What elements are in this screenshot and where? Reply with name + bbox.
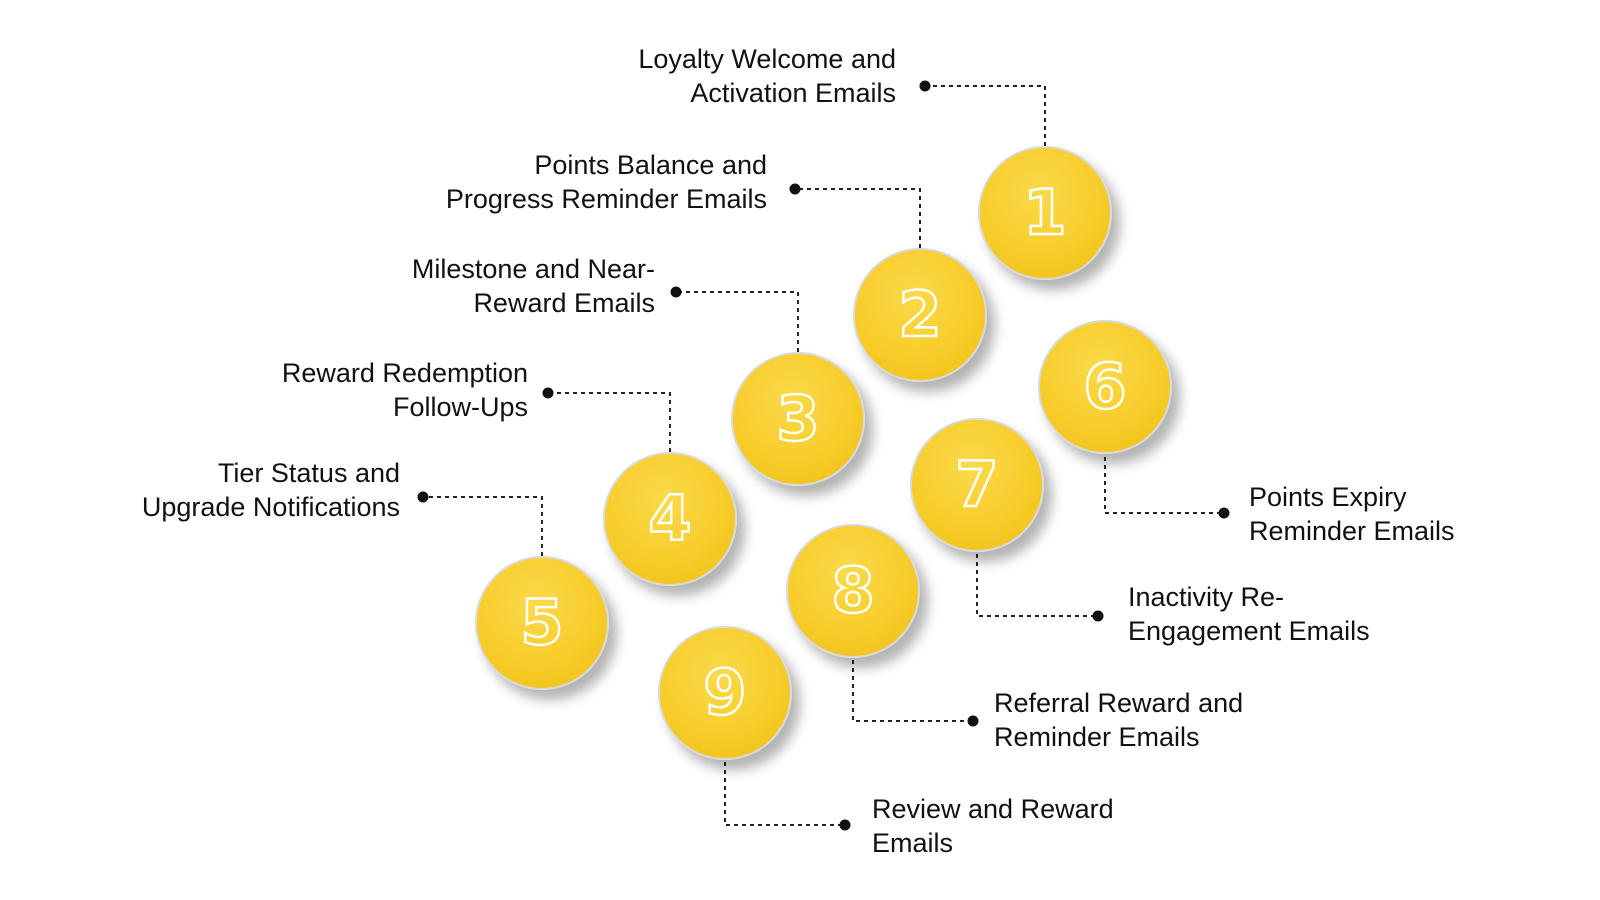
step-number-8: 8 <box>830 554 876 627</box>
connector-dot-1 <box>919 80 931 92</box>
step-label-5: Tier Status and Upgrade Notifications <box>142 456 400 524</box>
step-circle-1: 1 <box>978 146 1112 280</box>
step-label-4: Reward Redemption Follow-Ups <box>282 356 528 424</box>
step-circle-2: 2 <box>853 248 987 382</box>
connector-dot-8 <box>967 715 979 727</box>
step-label-6-line-1: Points Expiry <box>1249 482 1407 512</box>
step-number-3: 3 <box>775 382 821 455</box>
step-label-6-line-2: Reminder Emails <box>1249 516 1455 546</box>
step-number-4: 4 <box>647 482 693 555</box>
step-circle-7: 7 <box>910 418 1044 552</box>
step-circle-5: 5 <box>475 556 609 690</box>
connector-8 <box>852 660 973 722</box>
connector-7 <box>976 554 1098 617</box>
step-label-9-line-1: Review and Reward <box>872 794 1114 824</box>
connector-dot-5 <box>417 491 429 503</box>
step-label-1-line-2: Activation Emails <box>690 78 896 108</box>
step-label-8-line-2: Reminder Emails <box>994 722 1200 752</box>
connector-dot-2 <box>789 183 801 195</box>
step-label-4-line-2: Follow-Ups <box>392 392 528 422</box>
step-label-4-line-1: Reward Redemption <box>281 358 528 388</box>
step-label-2: Points Balance and Progress Reminder Ema… <box>446 148 767 216</box>
step-label-8-line-1: Referral Reward and <box>994 688 1244 718</box>
step-circle-8: 8 <box>786 524 920 658</box>
step-circle-4: 4 <box>603 452 737 586</box>
step-number-1: 1 <box>1022 176 1068 249</box>
connector-1 <box>925 85 1046 146</box>
connector-dot-6 <box>1218 507 1230 519</box>
step-label-9: Review and Reward Emails <box>872 792 1114 860</box>
step-circle-6: 6 <box>1038 320 1172 454</box>
step-label-7-line-1: Inactivity Re- <box>1128 582 1285 612</box>
connector-3 <box>680 291 799 352</box>
step-label-2-line-1: Points Balance and <box>534 150 767 180</box>
step-label-7-line-2: Engagement Emails <box>1128 616 1370 646</box>
connector-dot-3 <box>670 286 682 298</box>
step-label-1: Loyalty Welcome and Activation Emails <box>638 42 896 110</box>
connector-9 <box>724 762 845 826</box>
connector-dot-9 <box>839 819 851 831</box>
step-number-6: 6 <box>1082 350 1128 423</box>
step-circle-9: 9 <box>658 626 792 760</box>
step-label-1-line-1: Loyalty Welcome and <box>638 44 896 74</box>
connector-dot-7 <box>1092 610 1104 622</box>
step-label-8: Referral Reward and Reminder Emails <box>994 686 1243 754</box>
step-label-6: Points Expiry Reminder Emails <box>1249 480 1455 548</box>
step-label-9-line-2: Emails <box>872 828 954 858</box>
step-label-3-line-2: Reward Emails <box>473 288 655 318</box>
step-number-5: 5 <box>519 586 565 659</box>
step-label-3: Milestone and Near- Reward Emails <box>412 252 655 320</box>
step-circle-3: 3 <box>731 352 865 486</box>
connector-2 <box>795 188 921 248</box>
step-label-7: Inactivity Re- Engagement Emails <box>1128 580 1370 648</box>
step-label-2-line-2: Progress Reminder Emails <box>445 184 767 214</box>
connector-4 <box>548 392 671 452</box>
connector-dot-4 <box>542 387 554 399</box>
step-label-5-line-2: Upgrade Notifications <box>141 492 400 522</box>
step-label-3-line-1: Milestone and Near- <box>411 254 655 284</box>
step-number-2: 2 <box>897 278 943 351</box>
step-number-7: 7 <box>954 448 1000 521</box>
connector-5 <box>423 496 543 556</box>
step-label-5-line-1: Tier Status and <box>217 458 400 488</box>
connector-6 <box>1104 457 1224 514</box>
step-number-9: 9 <box>702 656 748 729</box>
